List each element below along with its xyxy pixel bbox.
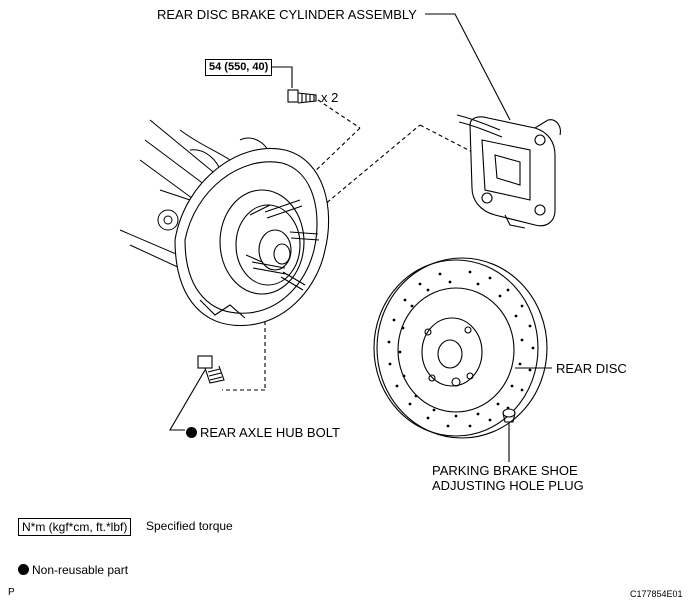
rear-disc-label: REAR DISC: [556, 361, 627, 376]
legend-torque-unit-box: N*m (kgf*cm, ft.*lbf): [18, 518, 132, 536]
corner-left-code: P: [8, 587, 15, 598]
hole-plug-label-line1: PARKING BRAKE SHOE: [432, 463, 578, 478]
legend-torque-text: Specified torque: [146, 519, 233, 533]
disc-drill-holes: [387, 270, 535, 428]
legend-nonreusable-text: Non-reusable part: [32, 563, 129, 577]
legend-nonreusable: Non-reusable part: [18, 563, 128, 578]
legend-dot-icon: [18, 564, 29, 575]
brake-caliper: [456, 114, 561, 229]
caliper-label: REAR DISC BRAKE CYLINDER ASSEMBLY: [157, 7, 417, 22]
torque-spec-box: 54 (550, 40): [205, 59, 273, 76]
hole-plug-icon: [502, 408, 516, 423]
hub-studs: [251, 199, 320, 291]
caliper-leader-line: [425, 13, 511, 121]
rear-disc: [373, 257, 548, 439]
torque-leader-line: [272, 66, 293, 88]
non-reusable-dot-icon: [186, 427, 197, 438]
hub-bolt-label-text: REAR AXLE HUB BOLT: [200, 425, 340, 440]
hub-bolt-leader-line: [169, 369, 206, 431]
bolt-quantity: x 2: [321, 90, 339, 105]
hub-bolt-icon: [197, 355, 225, 384]
caliper-bolt-icon: [287, 89, 317, 104]
hub-bolt-label: REAR AXLE HUB BOLT: [186, 425, 340, 440]
figure-id: C177854E01: [630, 589, 683, 599]
hole-plug-label-line2: ADJUSTING HOLE PLUG: [432, 478, 584, 493]
axle-hub: [219, 189, 305, 295]
